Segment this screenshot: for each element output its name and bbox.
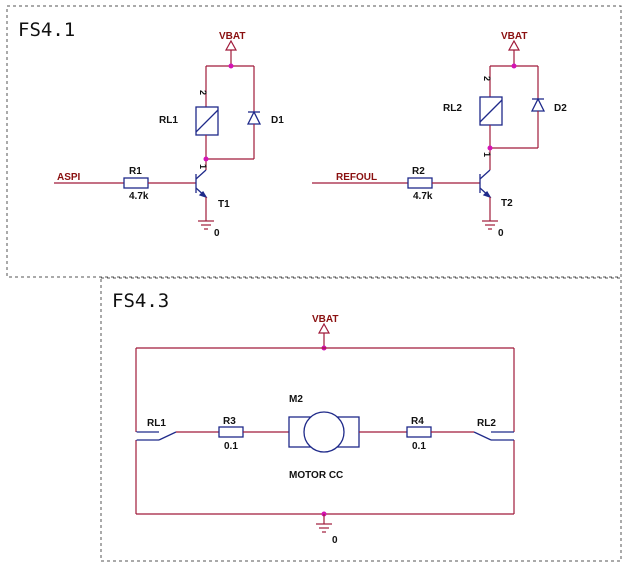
frame-fs43-title: FS4.3: [112, 290, 169, 312]
motor-m2-desc: MOTOR CC: [289, 470, 343, 481]
resistor-r3-label: R3: [223, 416, 236, 427]
diode-d1: [246, 110, 262, 125]
resistor-r2-label: R2: [412, 166, 425, 177]
switch-rl1-label: RL1: [147, 418, 166, 429]
junction-collector-right: [487, 145, 493, 151]
transistor-t2-label: T2: [501, 198, 513, 209]
resistor-r4: [406, 426, 432, 438]
vbat-motor-symbol: [317, 322, 331, 334]
relay-rl2-label: RL2: [443, 103, 462, 114]
driver-left: VBAT 2 1 RL1 D1 ASPI R1 4.7k T1: [54, 31, 284, 239]
motor-bridge: VBAT 0 RL1 R3 0.1 M2 MOTOR CC: [135, 314, 515, 546]
junction-collector-left: [203, 156, 209, 162]
resistor-r4-label: R4: [411, 416, 424, 427]
input-refoul-label: REFOUL: [336, 172, 377, 183]
resistor-r4-value: 0.1: [412, 441, 426, 452]
diode-d2-label: D2: [554, 103, 567, 114]
gnd-motor-label: 0: [332, 535, 338, 546]
resistor-r1-label: R1: [129, 166, 142, 177]
relay-rl1-label: RL1: [159, 115, 178, 126]
vbat-left-symbol: [224, 39, 238, 51]
rl1-pin-1: 1: [198, 164, 208, 169]
motor-m2-label: M2: [289, 394, 303, 405]
driver-right: VBAT 2 1 RL2 D2 REFOUL R2 4.7k T2 0: [312, 31, 567, 239]
frame-fs41-title: FS4.1: [18, 19, 75, 41]
vbat-motor-label: VBAT: [312, 314, 338, 325]
junction-vbat-right: [511, 63, 517, 69]
gnd-left-label: 0: [214, 228, 220, 239]
frame-fs43: [100, 277, 622, 562]
resistor-r1-value: 4.7k: [129, 191, 149, 202]
diode-d1-label: D1: [271, 115, 284, 126]
vbat-right-symbol: [507, 39, 521, 51]
input-aspi-label: ASPI: [57, 172, 81, 183]
resistor-r3-value: 0.1: [224, 441, 238, 452]
vbat-right-label: VBAT: [501, 31, 527, 42]
rl2-pin-2: 2: [482, 76, 492, 81]
vbat-left-label: VBAT: [219, 31, 245, 42]
diode-d2: [530, 97, 546, 112]
junction-vbat-left: [228, 63, 234, 69]
gnd-right-label: 0: [498, 228, 504, 239]
resistor-r2-value: 4.7k: [413, 191, 433, 202]
rl2-pin-1: 1: [482, 152, 492, 157]
resistor-r2: [407, 177, 433, 189]
resistor-r3: [218, 426, 244, 438]
transistor-t1-label: T1: [218, 199, 230, 210]
resistor-r1: [123, 177, 149, 189]
rl1-pin-2: 2: [198, 90, 208, 95]
frame-fs41: [6, 5, 622, 278]
switch-rl2-label: RL2: [477, 418, 496, 429]
